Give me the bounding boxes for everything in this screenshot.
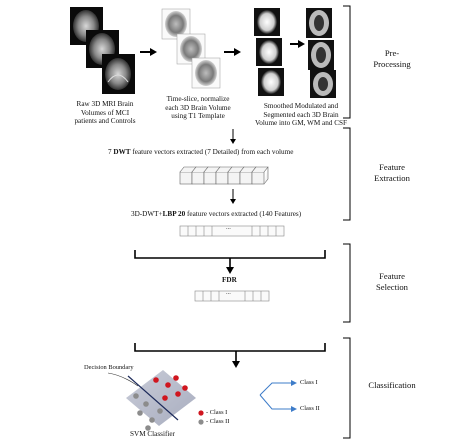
caption-normalize-line-2: each 3D Brain Volume: [165, 103, 231, 112]
normalized-mri-stack: [161, 8, 221, 89]
lbp-vector-dots: ...: [226, 224, 231, 231]
caption-normalize-line-3: using T1 Template: [171, 112, 225, 121]
bracket-classification: [343, 337, 351, 439]
raw-mri-slice-3: [102, 54, 135, 94]
arrow-to-fdr: [226, 267, 234, 274]
decision-boundary-line: [127, 375, 179, 421]
arrow-class-1: [291, 380, 297, 386]
decision-boundary-pointer: [107, 372, 139, 387]
class-2-points: [133, 393, 163, 431]
fdr-feature-vector: [194, 290, 270, 302]
stage-preprocessing-line-2: Processing: [373, 59, 411, 69]
arrow-raw-to-normalize: [140, 48, 157, 56]
lbp-bold: LBP 20: [162, 210, 186, 218]
bracket-feature-selection: [343, 243, 351, 323]
legend-class-1-label: - Class I: [206, 409, 228, 416]
funnel-to-classifier: [134, 343, 326, 362]
fdr-label: FDR: [222, 276, 237, 284]
arrow-to-lbp: [230, 189, 236, 204]
caption-raw-mri: Raw 3D MRI Brain Volumes of MCI patients…: [60, 100, 150, 126]
bracket-feature-extraction: [343, 127, 351, 221]
class-1-point: [182, 385, 188, 391]
segmented-slice-1: [254, 8, 280, 36]
dwt-prefix: 7: [108, 148, 114, 156]
raw-mri-stack: [70, 7, 135, 94]
lbp-prefix: 3D-DWT+: [131, 210, 163, 218]
dwt-cube-7: [251, 166, 269, 185]
class-2-point: [145, 425, 151, 431]
lbp-suffix: feature vectors extracted (140 Features): [185, 210, 302, 218]
stage-extraction-line-1: Feature: [379, 162, 405, 172]
class-2-point: [157, 408, 163, 414]
svm-classifier-label: SVM Classifier: [130, 430, 175, 438]
bracket-preprocessing: [343, 5, 351, 119]
dwt-feature-cubes: [179, 166, 269, 185]
caption-normalize-line-1: Time-slice, normalize: [166, 95, 230, 103]
segmented-mri-stack: [254, 8, 284, 96]
caption-segment: Smoothed Modulated and Segmented each 3D…: [245, 102, 357, 128]
caption-raw-line-2: Volumes of MCI: [80, 108, 130, 117]
funnel-to-fdr: [134, 250, 326, 268]
arrow-class-2: [291, 406, 297, 412]
segmented-slice-2: [256, 38, 282, 66]
dwt-bold: DWT: [113, 148, 131, 156]
class-2-point: [133, 393, 139, 399]
arrow-to-classifier: [232, 361, 240, 368]
class-1-points: [153, 375, 188, 401]
caption-raw-line-3: patients and Controls: [74, 117, 136, 126]
stage-classification: Classification: [368, 380, 416, 390]
class-1-point: [165, 382, 171, 388]
segmented-slice-3: [258, 68, 284, 96]
final-slice-3: [310, 70, 336, 98]
class-1-point: [153, 377, 159, 383]
class-2-point: [149, 417, 155, 423]
output-class-2: Class II: [300, 405, 320, 412]
stage-preprocessing: Pre- Processing: [362, 48, 422, 70]
stage-selection-line-1: Feature: [379, 271, 405, 281]
final-slice-1: [306, 8, 332, 38]
arrow-normalize-to-segment: [224, 48, 241, 56]
arrow-to-dwt: [230, 129, 236, 144]
lbp-feature-vector: [179, 225, 285, 237]
caption-segment-line-1: Smoothed Modulated and: [263, 102, 339, 110]
dwt-description: 7 DWT feature vectors extracted (7 Detai…: [108, 148, 293, 157]
stage-selection-line-2: Selection: [376, 282, 408, 292]
class-1-point: [173, 375, 179, 381]
stage-extraction-line-2: Extraction: [374, 173, 410, 183]
svm-margin-plane: [126, 370, 196, 426]
lbp-description: 3D-DWT+LBP 20 feature vectors extracted …: [131, 210, 301, 219]
caption-normalize: Time-slice, normalize each 3D Brain Volu…: [148, 95, 248, 121]
legend-class-1-dot: [198, 410, 204, 416]
class-1-point: [162, 395, 168, 401]
class-2-point: [137, 410, 143, 416]
arrow-segment-to-final: [290, 40, 305, 48]
class-1-point: [175, 391, 181, 397]
final-slice-2: [308, 40, 334, 70]
normalized-slice-2: [176, 33, 206, 65]
output-class-1: Class I: [300, 379, 318, 386]
decision-boundary-label: Decision Boundary: [84, 364, 134, 371]
stage-preprocessing-line-1: Pre-: [384, 48, 400, 58]
caption-raw-line-1: Raw 3D MRI Brain: [76, 100, 134, 108]
legend-class-2-dot: [198, 419, 204, 425]
caption-segment-line-2: Segmented each 3D Brain: [263, 110, 339, 119]
classifier-output-arrows: [259, 382, 292, 410]
legend-class-2-label: - Class II: [206, 418, 230, 425]
dwt-suffix: feature vectors extracted (7 Detailed) f…: [130, 148, 294, 156]
fdr-vector-dots: ...: [226, 289, 231, 296]
svm-illustration: [107, 370, 204, 431]
caption-segment-line-3: Volume into GM, WM and CSF: [255, 119, 347, 128]
normalized-slice-3: [191, 57, 221, 89]
stage-feature-extraction: Feature Extraction: [362, 162, 422, 184]
final-segmented-stack: [306, 8, 336, 98]
stage-feature-selection: Feature Selection: [362, 271, 422, 293]
class-2-point: [143, 401, 149, 407]
